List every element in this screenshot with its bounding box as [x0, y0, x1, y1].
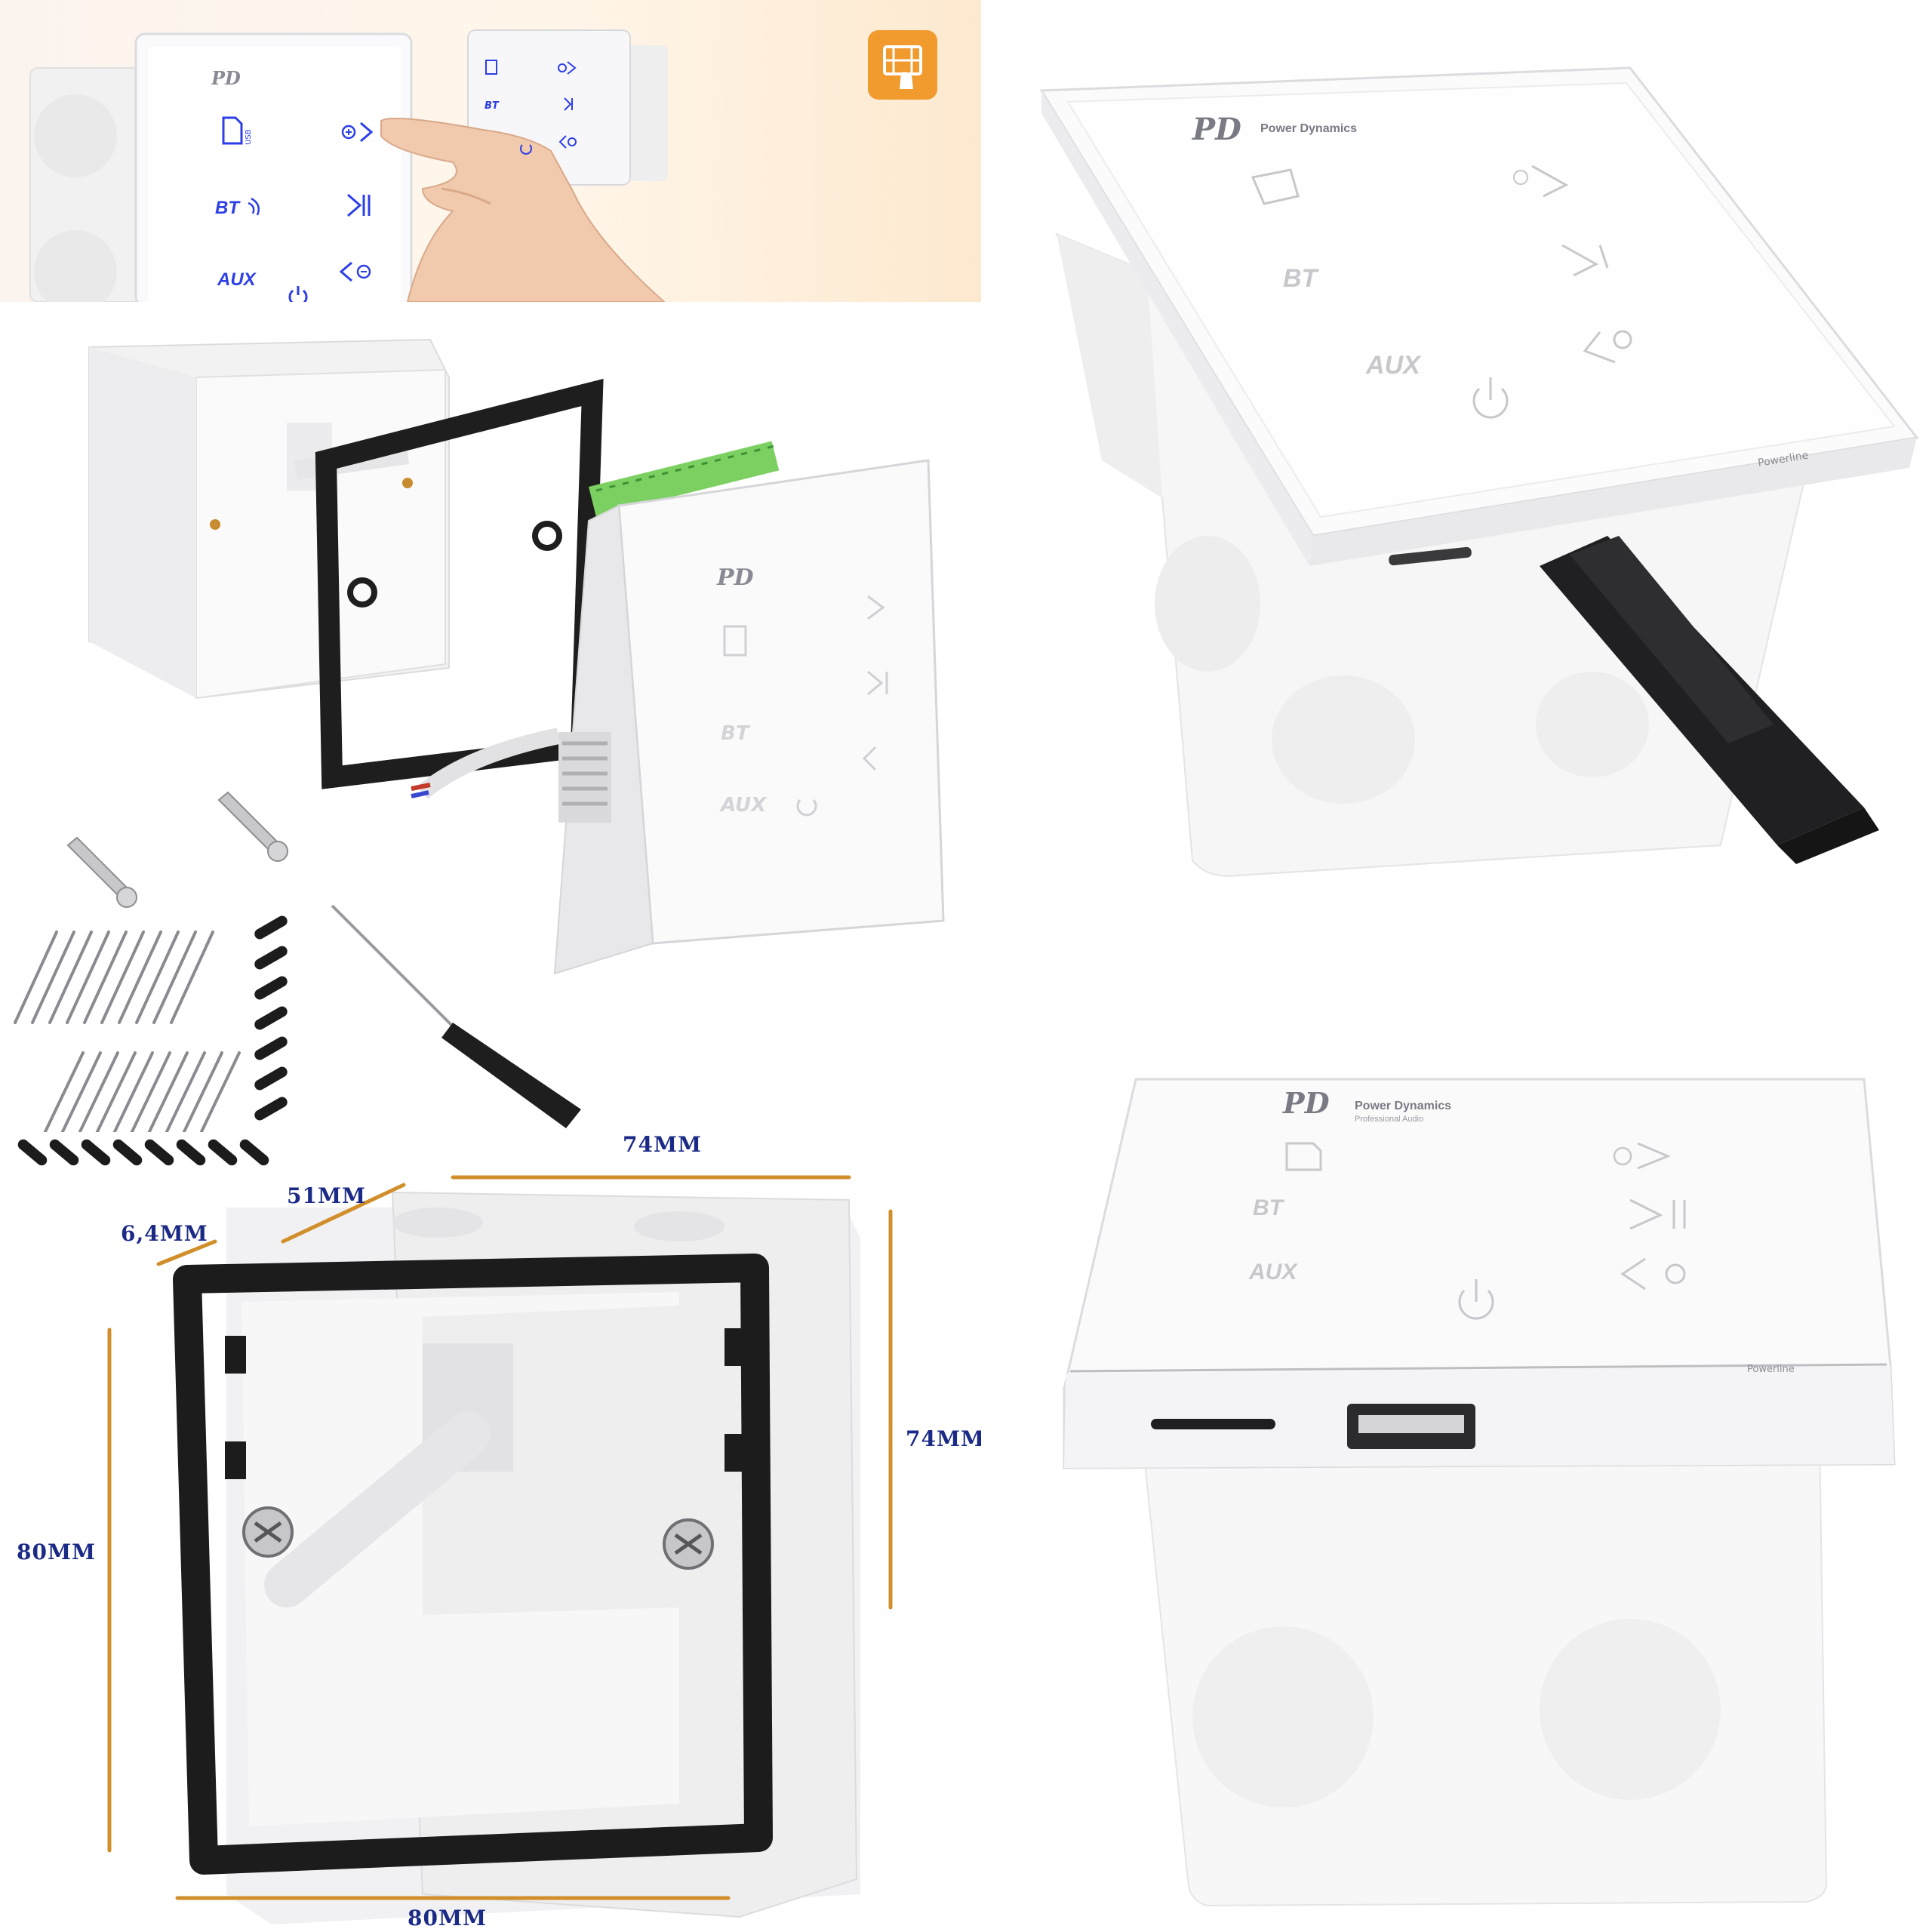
usb-icon: USB	[219, 113, 255, 147]
hand-pointer-icon[interactable]	[868, 30, 937, 100]
dim-height-right: 74MM	[906, 1426, 981, 1451]
dim-frame-thickness: 6,4MM	[121, 1221, 208, 1246]
brand-logo: PD	[211, 66, 294, 89]
svg-text:AUX: AUX	[719, 794, 768, 817]
small-unit-icons: BT	[483, 45, 604, 158]
svg-text:BT: BT	[215, 198, 241, 218]
svg-text:BT: BT	[485, 100, 500, 112]
dimension-drawing: 74MM 51MM 6,4MM 74MM 80MM 80MM	[0, 1124, 981, 1932]
svg-text:Power Dynamics: Power Dynamics	[1260, 122, 1357, 135]
product-with-usb: PD Power Dynamics BT AUX Powerline	[1011, 45, 1932, 891]
bluetooth-wave-icon: BT	[215, 192, 268, 220]
product-front-view: PD Power Dynamics Professional Audio BT …	[1057, 1072, 1917, 1932]
svg-text:AUX: AUX	[1248, 1260, 1298, 1284]
play-pause-icon	[343, 190, 374, 220]
svg-text:BT: BT	[1253, 1195, 1285, 1220]
dim-depth: 51MM	[287, 1183, 366, 1208]
svg-text:PD: PD	[716, 565, 754, 591]
svg-text:BT: BT	[1283, 264, 1320, 293]
svg-text:AUX: AUX	[1365, 351, 1422, 380]
svg-text:PD: PD	[211, 67, 241, 89]
volume-down-icon	[338, 257, 376, 287]
dim-top-width: 74MM	[623, 1132, 702, 1157]
svg-text:PD: PD	[1282, 1086, 1330, 1120]
svg-text:Powerline: Powerline	[1747, 1364, 1795, 1375]
volume-up-icon	[340, 117, 377, 147]
aux-label: AUX	[217, 264, 270, 291]
svg-text:AUX: AUX	[217, 269, 257, 290]
svg-text:Power Dynamics: Power Dynamics	[1355, 1100, 1451, 1112]
dim-height-left: 80MM	[17, 1540, 96, 1564]
svg-text:PD: PD	[1192, 112, 1241, 147]
dim-bottom-width: 80MM	[408, 1906, 487, 1930]
svg-text:Professional Audio: Professional Audio	[1355, 1115, 1423, 1124]
lifestyle-banner: PD USB BT AUX BT	[0, 0, 981, 302]
svg-text:USB: USB	[245, 129, 253, 145]
svg-text:BT: BT	[721, 722, 751, 745]
power-icon	[285, 283, 311, 302]
kit-contents-view: PD BT AUX	[0, 309, 981, 1132]
screw-row	[0, 1132, 302, 1192]
